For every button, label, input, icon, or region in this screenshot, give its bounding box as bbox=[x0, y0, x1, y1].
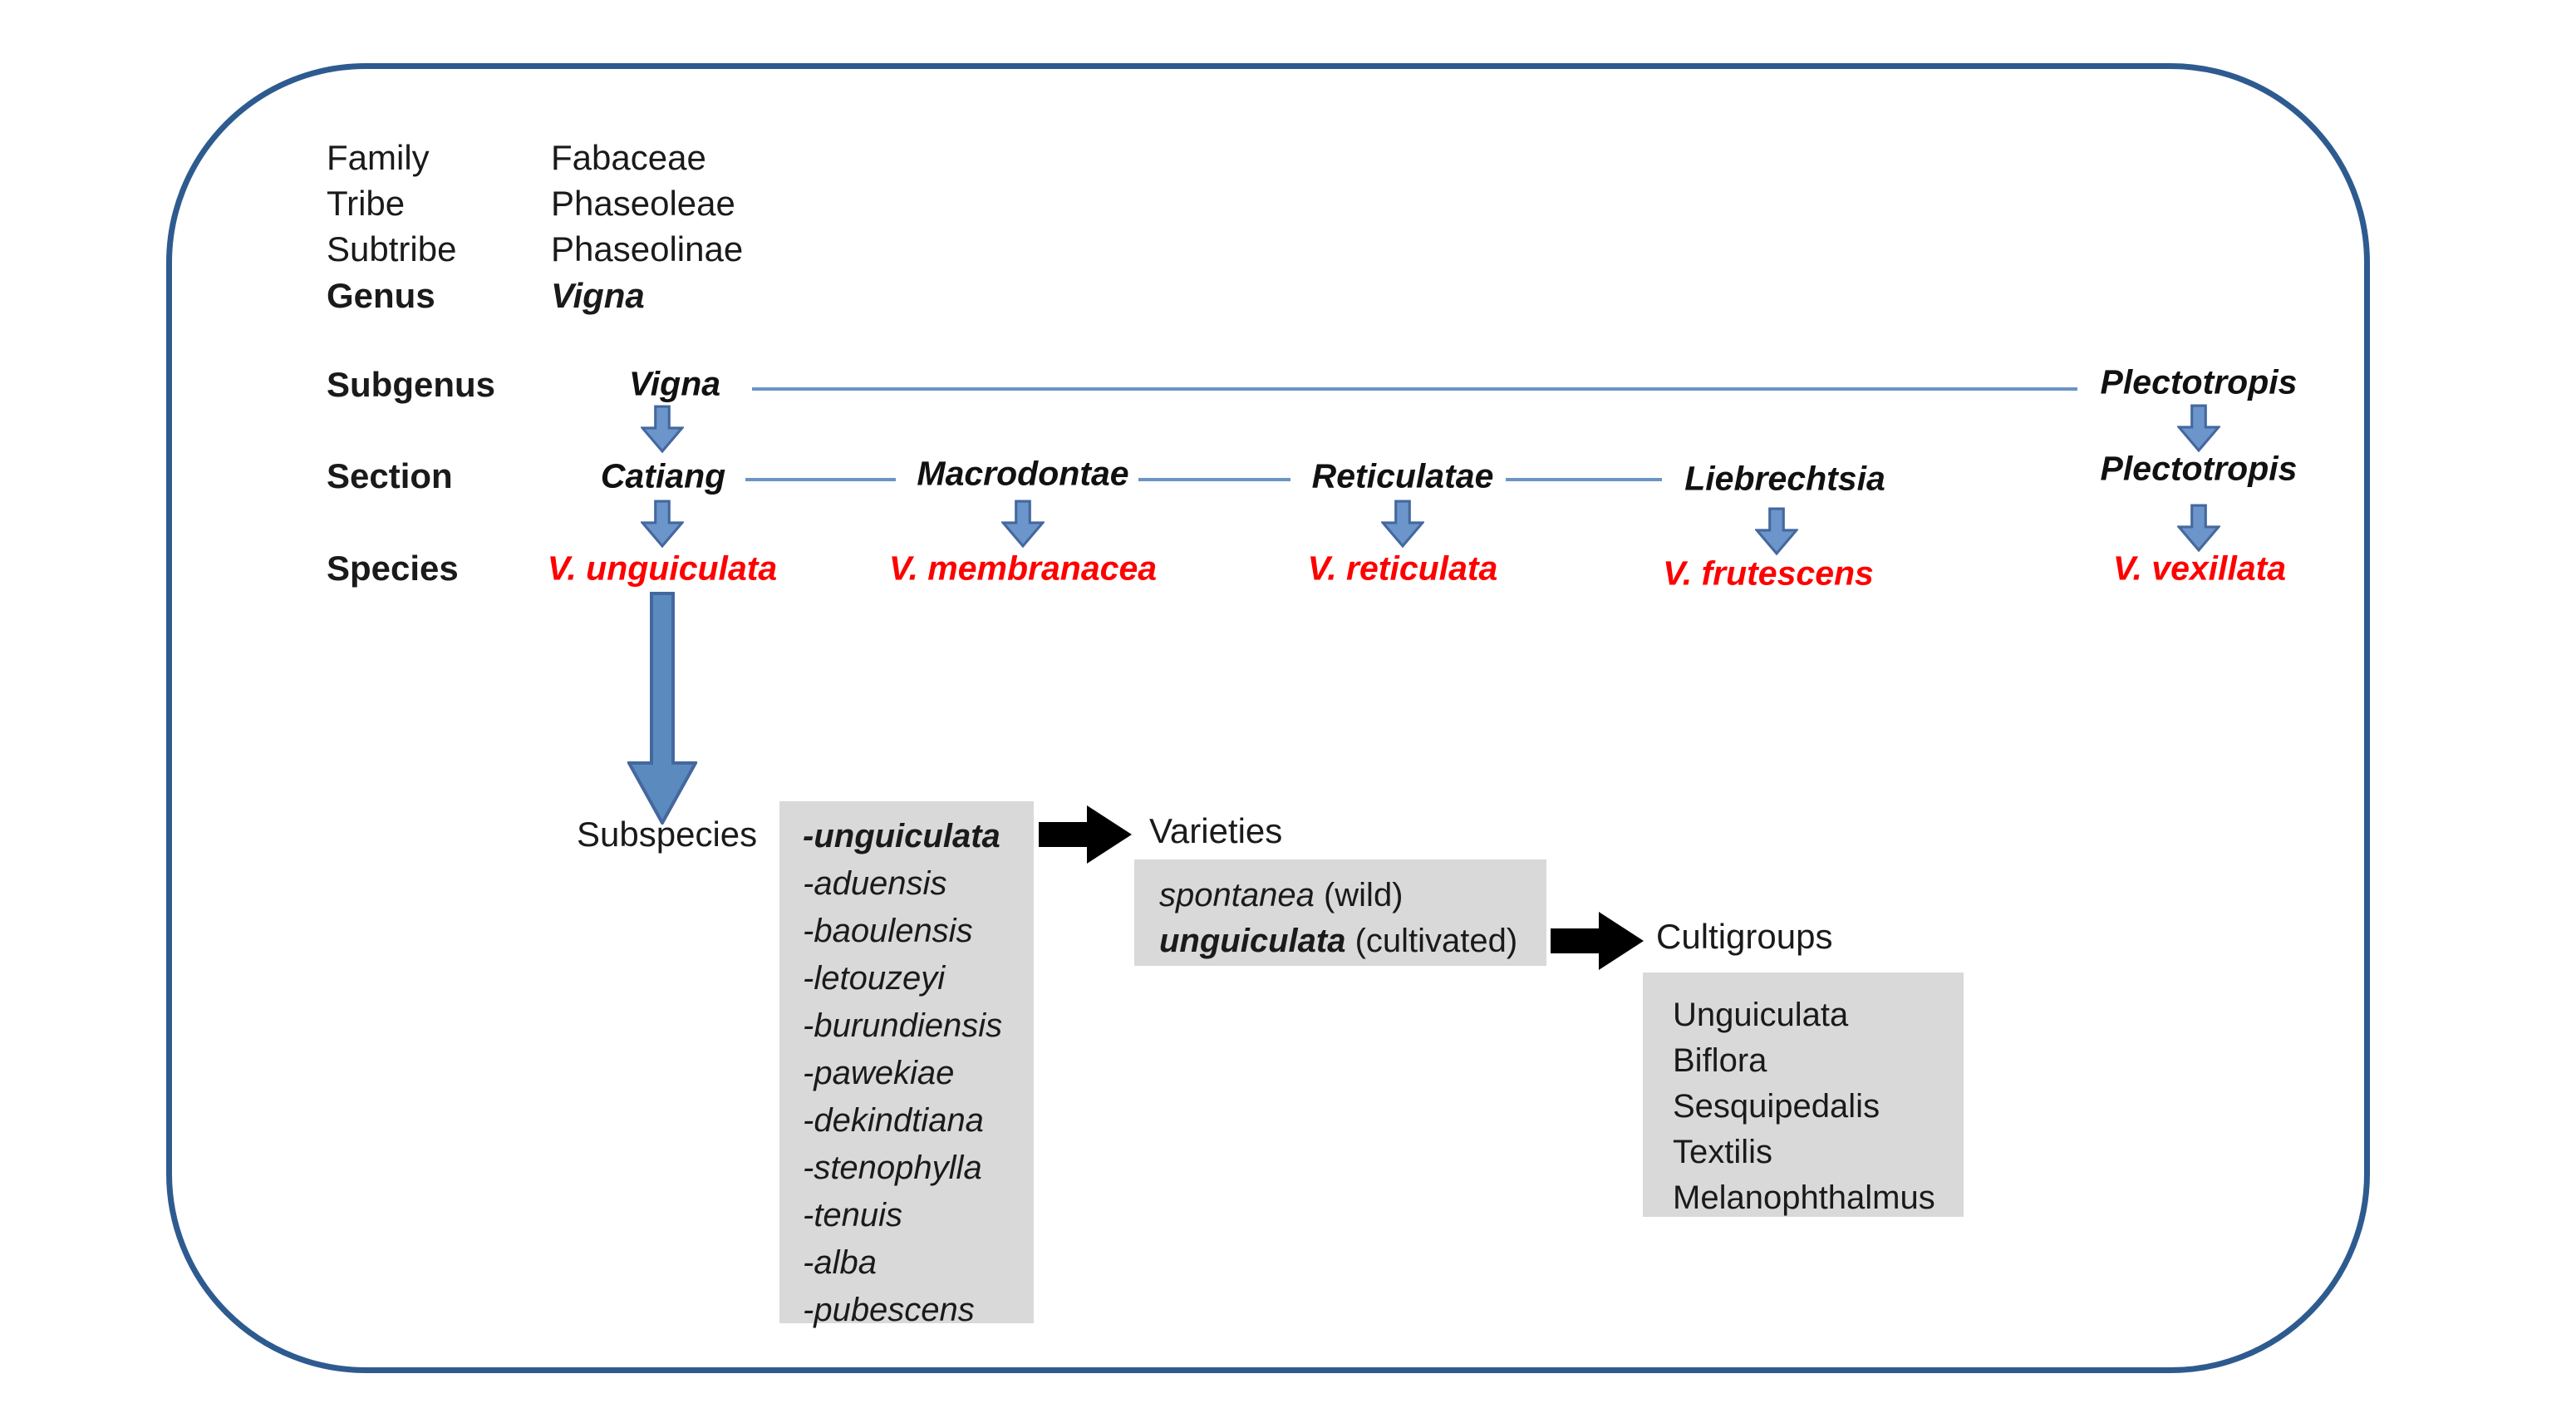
variety-item: unguiculata (cultivated) bbox=[1159, 918, 1546, 964]
down-arrow-icon bbox=[1001, 500, 1045, 548]
section-connector-line bbox=[745, 478, 896, 481]
long-down-arrow-icon bbox=[627, 592, 697, 825]
varieties-list: spontanea (wild) unguiculata (cultivated… bbox=[1134, 859, 1546, 964]
section-connector-line bbox=[1506, 478, 1662, 481]
subgenus-row-label: Subgenus bbox=[327, 365, 496, 404]
genus-label: Genus bbox=[327, 276, 435, 315]
tribe-label: Tribe bbox=[327, 184, 406, 223]
subgenus-connector-line bbox=[752, 387, 2077, 391]
section-connector-line bbox=[1138, 478, 1290, 481]
right-arrow-icon bbox=[1039, 803, 1133, 866]
subspecies-box: -unguiculata -aduensis -baoulensis -leto… bbox=[779, 801, 1034, 1328]
varieties-box: spontanea (wild) unguiculata (cultivated… bbox=[1134, 859, 1546, 966]
variety-qualifier: (cultivated) bbox=[1345, 923, 1518, 959]
family-label: Family bbox=[327, 138, 430, 177]
cultigroup-item: Unguiculata bbox=[1673, 997, 1849, 1033]
species-vexillata: V. vexillata bbox=[2112, 549, 2287, 588]
subspecies-list: -unguiculata -aduensis -baoulensis -leto… bbox=[779, 801, 1034, 1334]
subspecies-item: -baoulensis bbox=[803, 913, 973, 949]
subspecies-item: -tenuis bbox=[803, 1197, 903, 1233]
variety-item: spontanea (wild) bbox=[1159, 873, 1546, 918]
subspecies-item: -stenophylla bbox=[803, 1150, 982, 1186]
down-arrow-icon bbox=[1755, 507, 1798, 555]
section-plectotropis: Plectotropis bbox=[2100, 449, 2298, 488]
subgenus-plectotropis: Plectotropis bbox=[2100, 362, 2298, 401]
down-arrow-icon bbox=[641, 500, 684, 548]
cultigroups-label: Cultigroups bbox=[1656, 917, 1833, 956]
subspecies-item: -alba bbox=[803, 1244, 877, 1281]
right-arrow-icon bbox=[1551, 909, 1645, 972]
subspecies-item: -pawekiae bbox=[803, 1055, 955, 1091]
species-reticulata: V. reticulata bbox=[1307, 549, 1498, 588]
species-frutescens: V. frutescens bbox=[1663, 554, 1874, 593]
subspecies-item: -burundiensis bbox=[803, 1007, 1003, 1044]
section-liebrechtsia: Liebrechtsia bbox=[1684, 459, 1885, 498]
varieties-label: Varieties bbox=[1149, 811, 1283, 850]
subgenus-vigna: Vigna bbox=[628, 364, 721, 403]
subspecies-label: Subspecies bbox=[577, 815, 758, 854]
down-arrow-icon bbox=[2177, 504, 2220, 552]
section-reticulatae: Reticulatae bbox=[1311, 456, 1494, 495]
down-arrow-icon bbox=[641, 405, 684, 453]
cultigroup-item: Biflora bbox=[1673, 1042, 1767, 1079]
subtribe-label: Subtribe bbox=[327, 229, 457, 268]
section-row-label: Section bbox=[327, 456, 453, 495]
cultigroup-item: Textilis bbox=[1673, 1134, 1773, 1170]
family-value: Fabaceae bbox=[551, 138, 706, 177]
cultigroups-list: Unguiculata Biflora Sesquipedalis Textil… bbox=[1643, 972, 1964, 1221]
subspecies-item: -unguiculata bbox=[803, 818, 1000, 854]
subspecies-item: -pubescens bbox=[803, 1292, 975, 1328]
cultigroup-item: Melanophthalmus bbox=[1673, 1179, 1935, 1216]
subspecies-item: -letouzeyi bbox=[803, 960, 946, 997]
genus-value: Vigna bbox=[551, 276, 645, 315]
down-arrow-icon bbox=[1381, 500, 1424, 548]
subspecies-item: -dekindtiana bbox=[803, 1102, 984, 1139]
section-macrodontae: Macrodontae bbox=[917, 454, 1129, 493]
subtribe-value: Phaseolinae bbox=[551, 229, 744, 268]
subspecies-item: -aduensis bbox=[803, 865, 947, 902]
variety-qualifier: (wild) bbox=[1314, 877, 1404, 913]
species-row-label: Species bbox=[327, 549, 459, 588]
variety-name: spontanea bbox=[1159, 877, 1315, 913]
section-catiang: Catiang bbox=[600, 456, 726, 495]
cultigroups-box: Unguiculata Biflora Sesquipedalis Textil… bbox=[1643, 972, 1964, 1217]
down-arrow-icon bbox=[2177, 404, 2220, 452]
species-membranacea: V. membranacea bbox=[888, 549, 1158, 588]
cultigroup-item: Sesquipedalis bbox=[1673, 1088, 1880, 1125]
tribe-value: Phaseoleae bbox=[551, 184, 735, 223]
rounded-border-frame bbox=[166, 63, 2370, 1373]
species-unguiculata: V. unguiculata bbox=[547, 549, 778, 588]
variety-name: unguiculata bbox=[1159, 923, 1346, 959]
